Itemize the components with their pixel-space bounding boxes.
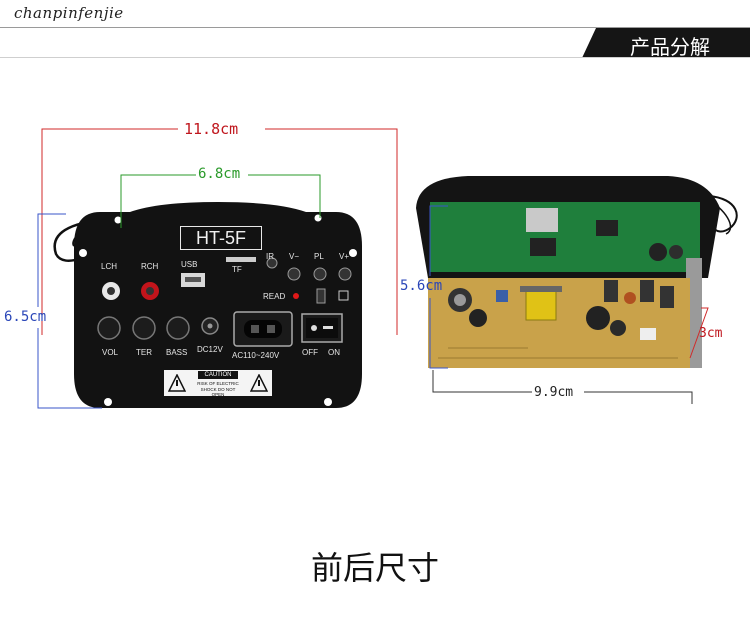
read-led: [293, 293, 299, 299]
rch-label: RCH: [141, 262, 159, 271]
vplus-label: V+: [339, 252, 350, 261]
header-divider: [0, 27, 750, 28]
board-depth-label: 3cm: [699, 326, 723, 341]
ter-knob: [132, 316, 156, 340]
usb-label: USB: [181, 260, 198, 269]
dc-label: DC12V: [197, 345, 223, 354]
section-title-tab: [582, 28, 750, 58]
vminus-label: V−: [289, 252, 300, 261]
play-button: [313, 267, 327, 281]
section-title: 产品分解: [630, 35, 710, 59]
board-width-label: 9.9cm: [534, 385, 574, 400]
ter-label: TER: [136, 348, 152, 357]
off-label: OFF: [302, 348, 318, 357]
circuit-board-rear: [416, 176, 738, 368]
vol-label: VOL: [102, 348, 119, 357]
model-label: HT-5F: [180, 226, 262, 250]
board-height-label: 5.6cm: [400, 278, 443, 294]
title-divider: [0, 57, 750, 58]
hole-spacing-label: 6.8cm: [198, 166, 241, 182]
tf-label: TF: [232, 265, 242, 274]
lch-label: LCH: [101, 262, 118, 271]
warning-icon: [168, 374, 186, 392]
overall-width-label: 11.8cm: [184, 120, 239, 138]
bass-knob: [166, 316, 190, 340]
prev-button: [287, 267, 301, 281]
bass-label: BASS: [166, 348, 188, 357]
pl-label: PL: [314, 252, 324, 261]
on-label: ON: [328, 348, 340, 357]
next-button: [338, 267, 352, 281]
ac-label: AC110~240V: [232, 351, 280, 360]
warning-icon: [250, 374, 268, 392]
amplifier-front-panel: [53, 202, 362, 408]
caution-line-1: RISK OF ELECTRIC: [197, 381, 239, 386]
brand-watermark: chanpinfenjie: [14, 4, 124, 22]
panel-height-label: 6.5cm: [4, 309, 47, 325]
read-label: READ: [263, 292, 286, 301]
tf-slot: [226, 257, 256, 262]
caution-line-2: SHOCK DO NOT OPEN: [200, 387, 236, 397]
vol-knob: [97, 316, 121, 340]
ir-label: IR: [266, 252, 274, 261]
page-caption: 前后尺寸: [310, 549, 439, 587]
caution-heading: CAUTION: [198, 371, 238, 379]
